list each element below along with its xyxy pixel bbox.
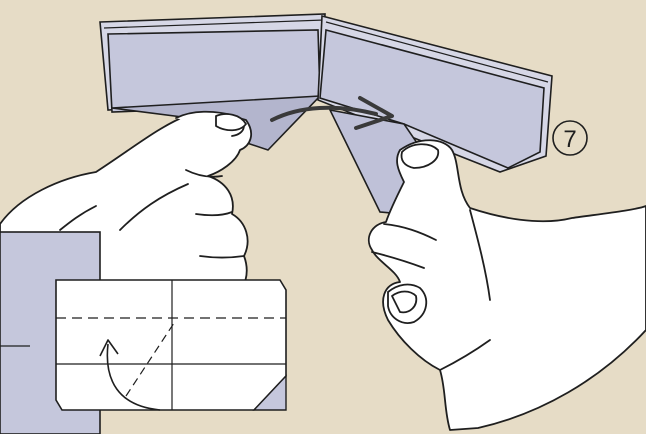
step-number: 7 bbox=[563, 126, 576, 153]
inset-folded-rectangle bbox=[56, 280, 286, 410]
